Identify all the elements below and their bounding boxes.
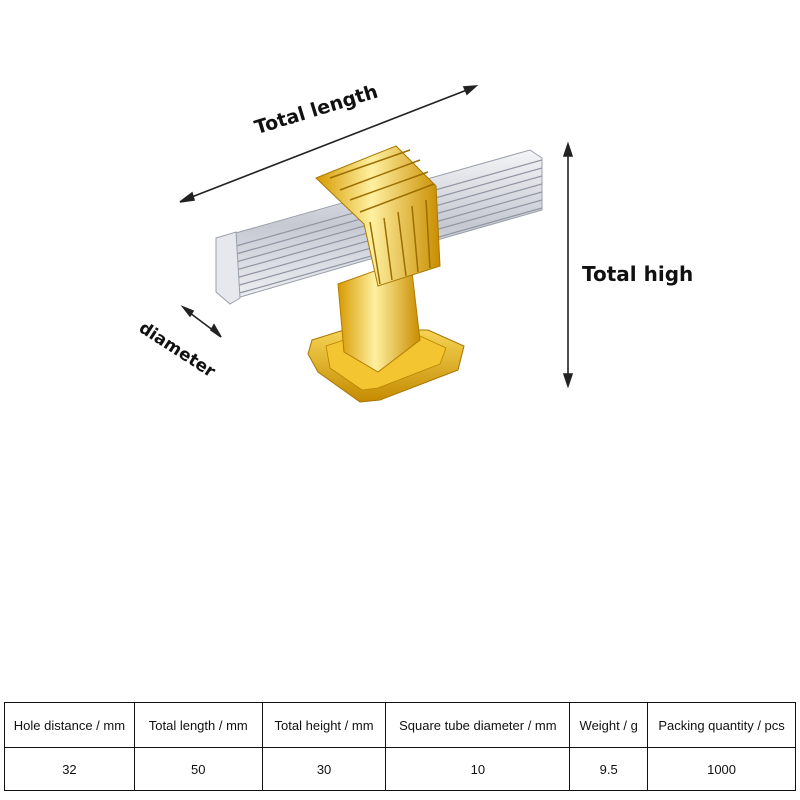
value-total-length: 50 <box>133 747 263 791</box>
header-tube-diameter: Square tube diameter / mm <box>385 702 571 748</box>
specs-value-row: 32 50 30 10 9.5 1000 <box>4 747 796 791</box>
specs-table: Hole distance / mm Total length / mm Tot… <box>4 702 796 791</box>
value-packing-quantity: 1000 <box>647 747 796 791</box>
value-total-height: 30 <box>261 747 387 791</box>
height-arrow <box>562 141 574 389</box>
knob-image <box>179 85 574 403</box>
diameter-arrow <box>180 305 222 338</box>
header-total-height: Total height / mm <box>261 702 387 748</box>
specs-header-row: Hole distance / mm Total length / mm Tot… <box>4 702 796 748</box>
header-weight: Weight / g <box>569 702 649 748</box>
value-hole-distance: 32 <box>4 747 135 791</box>
header-total-length: Total length / mm <box>133 702 263 748</box>
value-tube-diameter: 10 <box>385 747 571 791</box>
header-packing-quantity: Packing quantity / pcs <box>647 702 796 748</box>
gold-base <box>307 261 465 403</box>
header-hole-distance: Hole distance / mm <box>4 702 135 748</box>
gold-band <box>315 145 441 287</box>
length-arrow <box>179 85 479 203</box>
total-high-label: Total high <box>582 262 694 286</box>
value-weight: 9.5 <box>569 747 649 791</box>
product-figure: Total length Total high diameter <box>135 81 694 403</box>
